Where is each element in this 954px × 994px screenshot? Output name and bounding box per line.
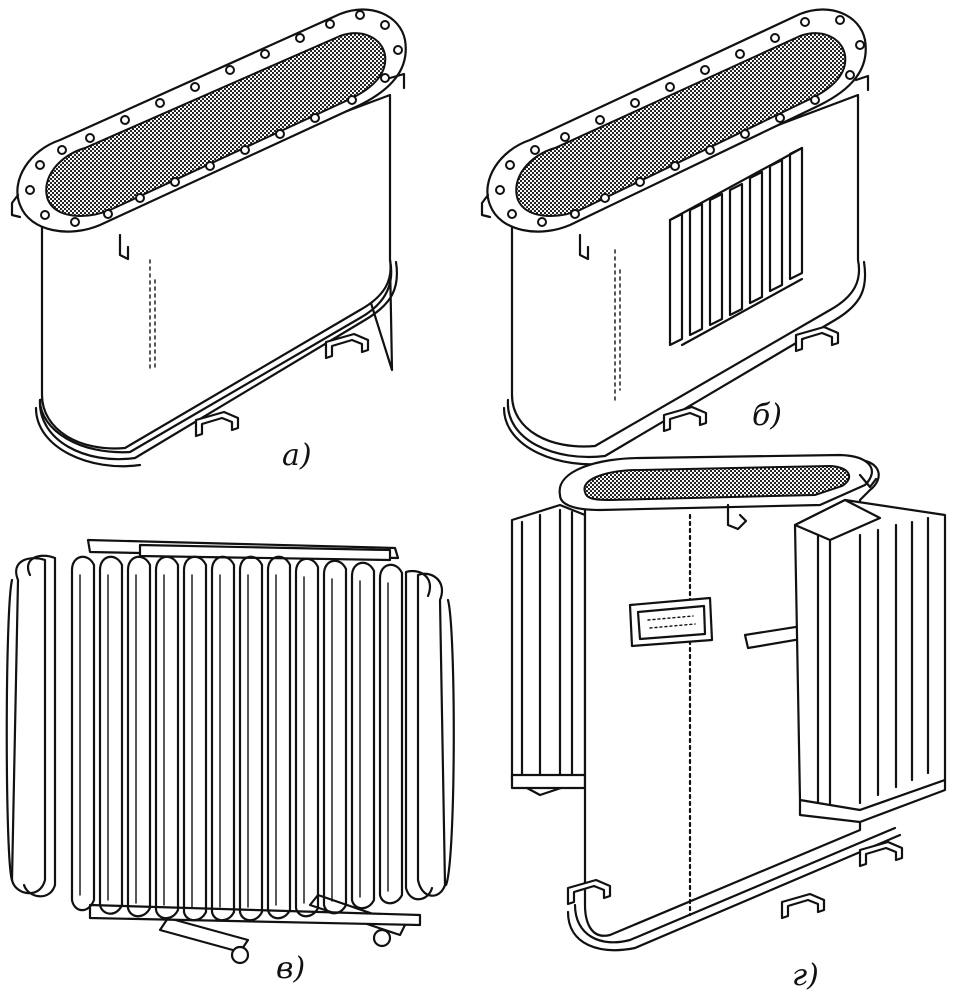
left-radiator-g	[510, 503, 587, 797]
cooling-fins-b	[668, 146, 804, 347]
figure-v-tubular-tank: в)	[5, 538, 455, 986]
figure-g-radiator-tank: г)	[510, 453, 947, 993]
flange-bolts-b	[495, 15, 865, 227]
label-v: в)	[276, 951, 305, 986]
figure-a-plain-tank: а)	[10, 8, 407, 473]
label-b: б)	[752, 398, 782, 433]
nameplate	[628, 596, 714, 648]
label-g: г)	[792, 958, 819, 993]
figure-b-finned-tank: б)	[480, 8, 870, 466]
cooling-tubes-v	[5, 554, 455, 922]
right-radiator-g	[743, 498, 947, 824]
flange-bolts-a	[25, 10, 403, 227]
label-a: а)	[282, 438, 312, 473]
